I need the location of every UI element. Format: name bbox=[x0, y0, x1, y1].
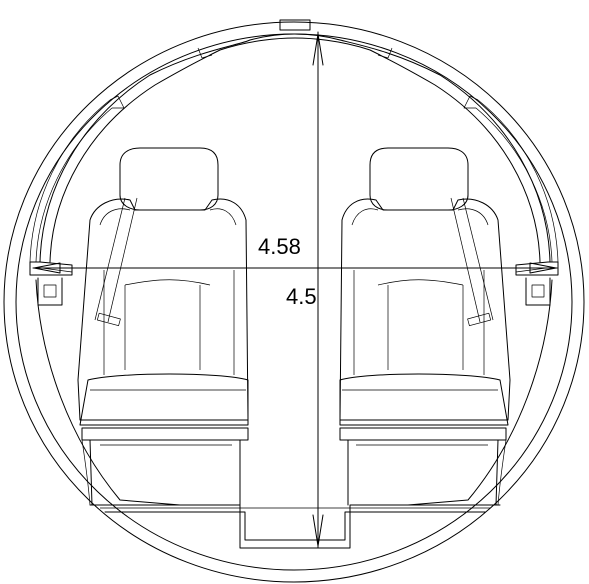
width-dimension-label: 4.5 bbox=[286, 284, 317, 309]
left-seat bbox=[77, 147, 249, 506]
width-arrow-right bbox=[529, 262, 557, 274]
height-arrow-bottom bbox=[312, 514, 324, 547]
left-window-ledge bbox=[29, 261, 73, 306]
height-dimension-label: 4.58 bbox=[258, 234, 301, 259]
ceiling-light-fixture bbox=[279, 19, 311, 31]
height-dimension bbox=[312, 31, 324, 549]
ceiling-lining bbox=[29, 33, 559, 263]
width-arrow-left bbox=[33, 262, 61, 274]
height-arrow-top bbox=[312, 33, 324, 66]
width-dimension bbox=[32, 262, 558, 274]
right-seat-headrest bbox=[369, 147, 469, 211]
cabin-floor bbox=[89, 504, 501, 549]
left-seat-headrest bbox=[119, 147, 219, 211]
right-seat bbox=[339, 147, 511, 506]
right-window-ledge bbox=[515, 261, 559, 306]
sidewall-lining bbox=[35, 279, 553, 506]
